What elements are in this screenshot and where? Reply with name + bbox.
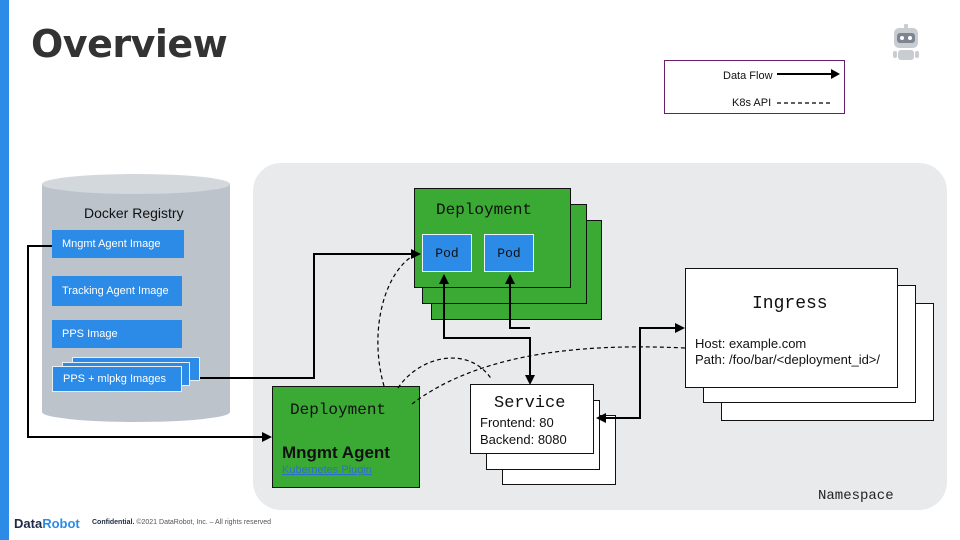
service-backend: Backend: 8080 [480, 432, 567, 447]
footer-copyright: Confidential. ©2021 DataRobot, Inc. – Al… [92, 519, 271, 526]
docker-registry-title: Docker Registry [84, 205, 184, 221]
service-box [470, 384, 594, 454]
ingress-path: Path: /foo/bar/<deployment_id>/ [695, 352, 881, 367]
deployment-top-label: Deployment [436, 201, 533, 219]
accent-bar [0, 0, 9, 540]
registry-image-label: PPS + mlpkg Images [63, 373, 167, 385]
namespace-label: Namespace [818, 488, 894, 504]
deployment-agent [272, 386, 420, 488]
legend-data-flow-label: Data Flow [723, 70, 773, 82]
legend: Data Flow K8s API [664, 60, 845, 114]
registry-image-pps-mlpkg: PPS + mlpkg Images [52, 366, 182, 392]
registry-image-pps: PPS Image [52, 320, 182, 348]
brand-robot-text: Robot [42, 516, 80, 531]
registry-image-label: Mngmt Agent Image [62, 238, 161, 250]
service-frontend: Frontend: 80 [480, 415, 554, 430]
deployment-agent-label: Deployment [290, 401, 387, 419]
registry-image-label: PPS Image [62, 328, 118, 340]
brand-data-text: Data [14, 516, 43, 531]
ingress-label: Ingress [752, 294, 828, 314]
legend-k8s-api-line [777, 102, 831, 104]
legend-k8s-api-label: K8s API [732, 97, 772, 109]
pod-1: Pod [422, 234, 472, 272]
ingress-box [685, 268, 898, 388]
pod-label: Pod [435, 245, 459, 261]
robot-icon [889, 24, 923, 64]
footer-confidential: Confidential. [92, 519, 135, 526]
registry-image-mngmt-agent: Mngmt Agent Image [52, 230, 184, 258]
datarobot-logo: DataRobot [14, 516, 80, 531]
registry-image-tracking-agent: Tracking Agent Image [52, 276, 182, 306]
footer-copyright-text: ©2021 DataRobot, Inc. – All rights reser… [136, 519, 272, 526]
service-label: Service [494, 394, 566, 413]
kubernetes-plugin-link[interactable]: Kubernetes Plugin [282, 464, 372, 476]
ingress-host: Host: example.com [695, 336, 807, 351]
registry-image-label: Tracking Agent Image [62, 285, 169, 297]
legend-data-flow-arrow [777, 69, 840, 79]
pod-2: Pod [484, 234, 534, 272]
mngmt-agent-name: Mngmt Agent [282, 443, 390, 462]
pod-label: Pod [497, 245, 521, 261]
page-title: Overview [31, 22, 228, 66]
